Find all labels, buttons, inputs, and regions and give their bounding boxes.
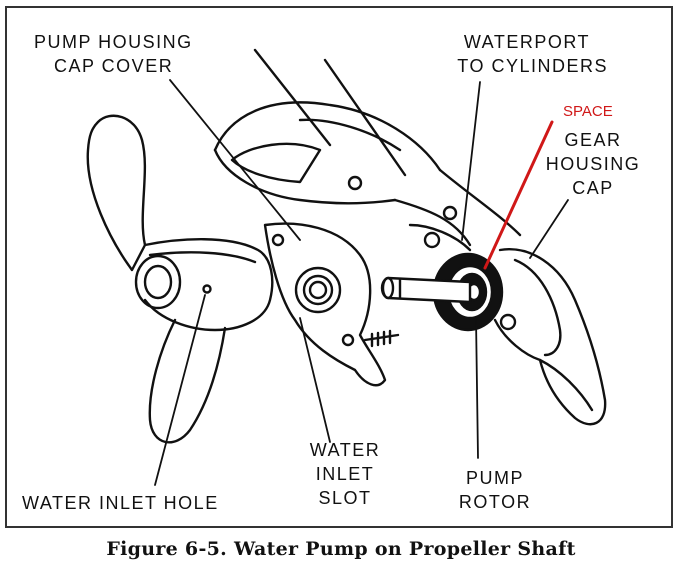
leader-gear-housing-cap [529, 199, 569, 259]
figure-frame [5, 6, 673, 528]
label-line: INLET [315, 464, 375, 484]
leader-pump-housing-cap-cover [169, 79, 301, 241]
leader-pump-rotor [475, 317, 479, 459]
pump-housing-cap-cover [263, 222, 400, 387]
leader-water-inlet-slot [299, 317, 331, 443]
label-line: CAP [572, 178, 614, 198]
label-pump-housing-cap-cover: PUMP HOUSING CAP COVER [34, 30, 193, 78]
label-line: GEAR [564, 130, 622, 150]
label-line: TO CYLINDERS [457, 56, 608, 76]
label-water-inlet-slot: WATER INLET SLOT [300, 438, 390, 510]
label-line: WATER [309, 440, 381, 460]
label-line: CAP COVER [54, 56, 174, 76]
leader-water-inlet-hole [154, 294, 206, 486]
gear-housing-cap [493, 248, 607, 426]
propeller [86, 114, 274, 444]
figure-caption: Figure 6-5. Water Pump on Propeller Shaf… [106, 538, 576, 560]
label-line: WATERPORT [463, 32, 590, 52]
label-line: PUMP HOUSING [34, 32, 193, 52]
label-gear-housing-cap: GEAR HOUSING CAP [538, 128, 648, 200]
label-waterport-to-cylinders: WATERPORT TO CYLINDERS [428, 30, 608, 78]
label-pump-rotor: PUMP ROTOR [450, 466, 540, 514]
leader-waterport [461, 81, 481, 241]
gear-housing [213, 48, 522, 331]
label-line: SLOT [318, 488, 372, 508]
label-line: HOUSING [545, 154, 641, 174]
leader-space [483, 120, 554, 270]
label-line: PUMP [465, 468, 524, 488]
label-line: ROTOR [458, 492, 532, 512]
propeller-shaft [380, 276, 472, 304]
label-water-inlet-hole: WATER INLET HOLE [22, 493, 219, 513]
label-space: SPACE [563, 103, 613, 120]
